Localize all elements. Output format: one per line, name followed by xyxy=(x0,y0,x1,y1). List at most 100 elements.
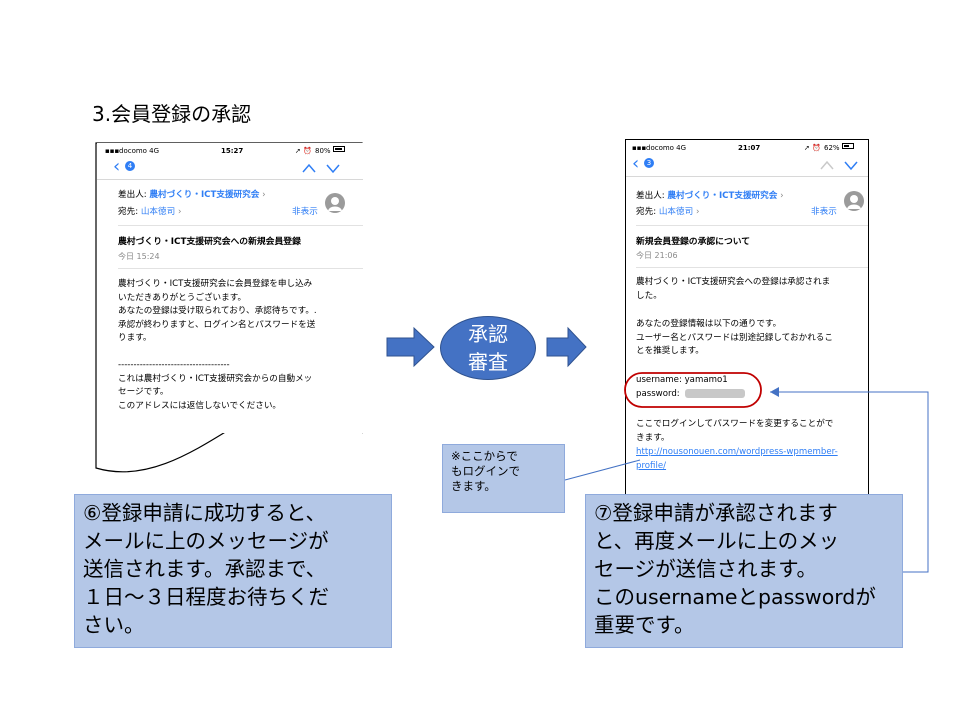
unread-badge: 3 xyxy=(644,158,654,168)
location-icon: ➚ ⏰ xyxy=(295,147,312,155)
flow-arrow-icon xyxy=(386,326,435,368)
link-line[interactable]: profile/ xyxy=(636,460,667,471)
password-redacted xyxy=(685,388,746,398)
unread-badge: 4 xyxy=(125,161,135,171)
arrowhead-icon xyxy=(770,387,779,397)
email-subject: 新規会員登録の承認について xyxy=(636,237,751,247)
right-phone-screen: ▪▪▪ docomo 4G 21:07 ➚ ⏰ 62% ‹ 3 差出人: 農村づ… xyxy=(625,139,869,495)
from-label: 差出人: xyxy=(118,190,147,200)
callout-line: ⑦登録申請が承認されます xyxy=(594,501,838,525)
status-bar: ▪▪▪ docomo 4G 21:07 ➚ ⏰ 62% xyxy=(626,142,868,152)
chevron-right-icon: › xyxy=(262,190,266,200)
callout-connector xyxy=(770,391,929,573)
callout-line: 重要です。 xyxy=(594,613,695,637)
carrier-label: docomo 4G xyxy=(119,147,160,155)
to-label: 宛先: xyxy=(118,207,139,217)
divider xyxy=(118,268,363,269)
body-line: 農村づくり・ICT支援研究会への登録は承認されま xyxy=(636,277,831,287)
email-body-intro: 農村づくり・ICT支援研究会への登録は承認されま した。 xyxy=(636,276,830,303)
to-label: 宛先: xyxy=(636,207,657,217)
link-line[interactable]: http://nousonouen.com/wordpress-wpmember… xyxy=(636,447,838,457)
body-line: きます。 xyxy=(636,432,670,443)
password-line: password: xyxy=(636,388,746,402)
recipient-row: 宛先: 山本徳司 › xyxy=(636,206,699,220)
note-line: ※ここからで xyxy=(451,449,518,463)
email-date: 今日 21:06 xyxy=(636,251,678,260)
chevron-right-icon: › xyxy=(177,207,182,217)
body-line: 農村づくり・ICT支援研究会に会員登録を申し込み xyxy=(118,279,313,289)
callout-right: ⑦登録申請が承認されます と、再度メールに上のメッ セージが送信されます。 この… xyxy=(585,494,903,648)
hide-button[interactable]: 非表示 xyxy=(811,207,837,217)
body-line: このアドレスには返信しないでください。 xyxy=(118,400,282,411)
sender-row: 差出人: 農村づくり・ICT支援研究会 › xyxy=(118,189,266,203)
back-chevron-icon[interactable]: ‹ xyxy=(632,153,640,174)
callout-line: このusernameとpasswordが xyxy=(594,585,876,609)
from-value[interactable]: 農村づくり・ICT支援研究会 xyxy=(149,190,260,200)
callout-line: ⑥登録申請に成功すると、 xyxy=(83,501,327,525)
approval-label-line2: 審査 xyxy=(468,350,508,374)
body-line: これは農村づくり・ICT支援研究会からの自動メッ xyxy=(118,373,313,384)
profile-link[interactable]: http://nousonouen.com/wordpress-wpmember… xyxy=(636,446,838,473)
body-line: ここでログインしてパスワードを変更することがで xyxy=(636,419,834,429)
up-chevron-icon[interactable] xyxy=(302,163,316,173)
chevron-right-icon: › xyxy=(780,191,784,201)
nav-bar: ‹ 3 xyxy=(626,154,868,177)
callout-left: ⑥登録申請に成功すると、 メールに上のメッセージが 送信されます。承認まで、 １… xyxy=(74,494,392,648)
body-line: 承認が終わりますと、ログイン名とパスワードを送 xyxy=(118,319,316,330)
from-label: 差出人: xyxy=(636,191,665,201)
divider xyxy=(636,267,868,268)
callout-line: さい。 xyxy=(83,613,145,637)
signal-icon: ▪▪▪ xyxy=(632,144,647,152)
email-body-change: ここでログインしてパスワードを変更することがで きます。 xyxy=(636,418,833,445)
approval-review-oval: 承認 審査 xyxy=(440,316,536,380)
body-line: いただきありがとうございます。 xyxy=(118,292,247,303)
flow-arrow-icon xyxy=(546,326,587,368)
clock: 15:27 xyxy=(221,147,244,155)
battery-percent: 62% xyxy=(824,144,840,152)
nav-bar: ‹ 4 xyxy=(97,157,363,180)
note-line: もログインで xyxy=(451,464,520,478)
battery-icon xyxy=(842,143,854,149)
callout-line: 送信されます。承認まで、 xyxy=(83,557,327,581)
battery-percent: 80% xyxy=(315,147,331,155)
callout-line: セージが送信されます。 xyxy=(594,557,818,581)
body-separator: ------------------------------------ xyxy=(118,360,230,370)
email-body: 農村づくり・ICT支援研究会に会員登録を申し込み いただきありがとうございます。… xyxy=(118,278,317,413)
credentials-highlight xyxy=(624,372,762,408)
recipient-row: 宛先: 山本徳司 › xyxy=(118,206,181,220)
credentials: username: yamamo1 password: xyxy=(636,374,746,402)
body-line: とを推奨します。 xyxy=(636,346,704,356)
callout-line: １日～３日程度お待ちくだ xyxy=(83,585,329,609)
username-line: username: yamamo1 xyxy=(636,375,728,385)
to-value[interactable]: 山本徳司 xyxy=(140,207,176,217)
note-connector xyxy=(564,459,641,481)
login-note: ※ここからで もログインで きます。 xyxy=(442,444,565,513)
divider xyxy=(118,225,363,226)
up-chevron-icon[interactable] xyxy=(820,160,834,170)
prev-next-arrows xyxy=(820,160,858,171)
callout-line: と、再度メールに上のメッ xyxy=(594,529,840,553)
back-chevron-icon[interactable]: ‹ xyxy=(113,156,121,177)
body-line: ユーザー名とパスワードは別途記録しておかれるこ xyxy=(636,332,833,343)
hide-button[interactable]: 非表示 xyxy=(292,207,318,217)
email-subject: 農村づくり・ICT支援研究会への新規会員登録 xyxy=(118,237,301,247)
slide-title: 3.会員登録の承認 xyxy=(92,102,252,126)
signal-icon: ▪▪▪ xyxy=(105,147,120,155)
down-chevron-icon[interactable] xyxy=(844,161,858,171)
avatar xyxy=(844,191,864,211)
note-line: きます。 xyxy=(451,479,496,493)
sender-row: 差出人: 農村づくり・ICT支援研究会 › xyxy=(636,190,784,204)
body-line: あなたの登録は受け取られており、承認待ちです。. xyxy=(118,306,317,316)
down-chevron-icon[interactable] xyxy=(326,164,340,174)
from-value[interactable]: 農村づくり・ICT支援研究会 xyxy=(667,191,778,201)
left-phone-screen: ▪▪▪ docomo 4G 15:27 ➚ ⏰ 80% ‹ 4 差出人: 農村づ… xyxy=(97,143,363,433)
status-bar: ▪▪▪ docomo 4G 15:27 ➚ ⏰ 80% xyxy=(97,145,363,155)
carrier-label: docomo 4G xyxy=(646,144,687,152)
prev-next-arrows xyxy=(302,163,340,174)
to-value[interactable]: 山本徳司 xyxy=(658,207,694,217)
chevron-right-icon: › xyxy=(695,207,700,217)
body-line: セージです。 xyxy=(118,387,169,397)
email-date: 今日 15:24 xyxy=(118,252,160,261)
battery-icon xyxy=(333,146,345,152)
